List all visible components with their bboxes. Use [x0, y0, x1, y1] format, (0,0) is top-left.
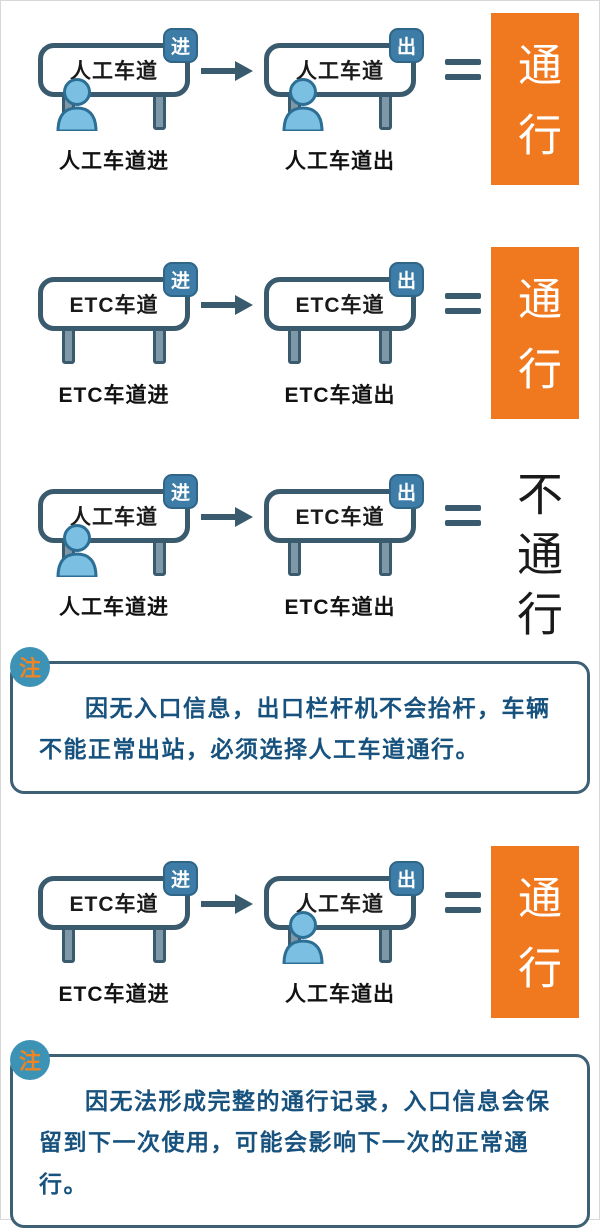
person-icon: [282, 910, 324, 964]
note-badge: 注: [10, 647, 50, 687]
lane-sign-group-right: ETC车道 出 ETC车道出: [255, 261, 425, 409]
lane-sign: 人工车道 进: [38, 28, 198, 131]
lane-sign-board: 人工车道: [264, 875, 416, 930]
lane-sign: 人工车道 进: [38, 474, 198, 577]
note-box-1: 注 因无入口信息，出口栏杆机不会抬杆，车辆不能正常出站，必须选择人工车道通行。: [10, 647, 590, 794]
lane-sign-group-right: 人工车道 出 人工车道出: [255, 860, 425, 1008]
lane-name: ETC车道: [295, 294, 385, 317]
person-icon: [56, 78, 98, 131]
sign-leg: [153, 93, 166, 130]
entry-badge: 进: [163, 474, 198, 509]
scenario-row-1: 人工车道 进 人工车道进 人工车道 出 人工车道出: [1, 13, 599, 203]
lane-label: ETC车道出: [284, 596, 396, 619]
lane-sign-group-left: ETC车道 进 ETC车道进: [29, 860, 199, 1008]
lane-sign-group-right: 人工车道 出 人工车道出: [255, 27, 425, 175]
lane-sign: ETC车道 进: [38, 262, 198, 365]
lane-sign-group-left: 人工车道 进 人工车道进: [29, 27, 199, 175]
lane-label: 人工车道出: [285, 150, 395, 173]
lane-name: 人工车道: [296, 892, 384, 916]
sign-leg: [62, 925, 75, 963]
sign-leg: [288, 327, 301, 364]
equals-sign: [445, 59, 481, 80]
lane-sign-group-left: 人工车道 进 人工车道进: [29, 473, 199, 621]
sign-leg: [379, 925, 392, 963]
result-text: 不通行: [511, 470, 563, 650]
lane-label: ETC车道出: [284, 384, 396, 407]
person-head: [289, 910, 317, 939]
note-text: 因无法形成完整的通行记录，入口信息会保留到下一次使用，可能会影响下一次的正常通行…: [39, 1087, 551, 1197]
person-body: [282, 106, 324, 131]
lane-sign: ETC车道 出: [264, 262, 424, 365]
sign-leg: [379, 539, 392, 576]
lane-sign: ETC车道 出: [264, 474, 424, 577]
scenario-row-2: ETC车道 进 ETC车道进 ETC车道 出 ETC车道出 通行: [1, 247, 599, 437]
equals-sign: [445, 505, 481, 526]
person-icon: [56, 524, 98, 577]
lane-label: 人工车道出: [285, 982, 395, 1006]
result-text: 通行: [511, 874, 560, 1015]
result-pass-box: 通行: [491, 13, 579, 185]
arrow-right-icon: [201, 893, 253, 914]
result-text: 通行: [511, 276, 560, 416]
sign-leg: [153, 327, 166, 364]
lane-label: ETC车道进: [58, 384, 170, 407]
lane-sign-group-left: ETC车道 进 ETC车道进: [29, 261, 199, 409]
equals-sign: [445, 293, 481, 314]
lane-name: ETC车道: [295, 506, 385, 529]
entry-badge: 进: [163, 860, 198, 896]
lane-label: ETC车道进: [58, 982, 170, 1006]
exit-badge: 出: [389, 860, 424, 896]
sign-leg: [62, 327, 75, 364]
person-icon: [282, 78, 324, 131]
sign-leg: [379, 93, 392, 130]
exit-badge: 出: [389, 28, 424, 63]
person-body: [282, 939, 324, 964]
sign-leg: [288, 539, 301, 576]
arrow-right-icon: [201, 61, 253, 81]
lane-name: ETC车道: [69, 294, 159, 317]
lane-name: 人工车道: [70, 60, 158, 83]
note-box-2: 注 因无法形成完整的通行记录，入口信息会保留到下一次使用，可能会影响下一次的正常…: [10, 1039, 590, 1228]
lane-name: ETC车道: [69, 892, 159, 916]
lane-label: 人工车道进: [59, 150, 169, 173]
arrow-right-icon: [201, 295, 253, 315]
result-pass-box: 通行: [491, 247, 579, 419]
sign-leg: [379, 327, 392, 364]
arrow-right-icon: [201, 507, 253, 527]
note-text: 因无入口信息，出口栏杆机不会抬杆，车辆不能正常出站，必须选择人工车道通行。: [39, 695, 551, 763]
exit-badge: 出: [389, 262, 424, 297]
person-head: [63, 78, 91, 106]
lane-sign: 人工车道 出: [264, 860, 424, 964]
result-text: 通行: [511, 42, 560, 182]
person-head: [63, 524, 91, 552]
lane-sign-board: ETC车道: [38, 875, 190, 930]
lane-sign: ETC车道 进: [38, 860, 198, 964]
person-head: [289, 78, 317, 106]
entry-badge: 进: [163, 28, 198, 63]
lane-name: 人工车道: [70, 506, 158, 529]
lane-sign-group-right: ETC车道 出 ETC车道出: [255, 473, 425, 621]
person-body: [56, 106, 98, 131]
scenario-row-3: 人工车道 进 人工车道进 ETC车道 出 ETC车道出 不通行: [1, 470, 599, 650]
lane-name: 人工车道: [296, 60, 384, 83]
person-body: [56, 552, 98, 577]
scenario-row-4: ETC车道 进 ETC车道进 人工车道 出 人工车道出 通行: [1, 845, 599, 1036]
equals-sign: [445, 891, 481, 913]
lane-sign: 人工车道 出: [264, 28, 424, 131]
entry-badge: 进: [163, 262, 198, 297]
exit-badge: 出: [389, 474, 424, 509]
result-pass-box: 通行: [491, 845, 579, 1018]
sign-leg: [153, 925, 166, 963]
result-nopass-text: 不通行: [501, 465, 573, 650]
note-badge: 注: [10, 1039, 50, 1080]
lane-label: 人工车道进: [59, 596, 169, 619]
sign-leg: [153, 539, 166, 576]
